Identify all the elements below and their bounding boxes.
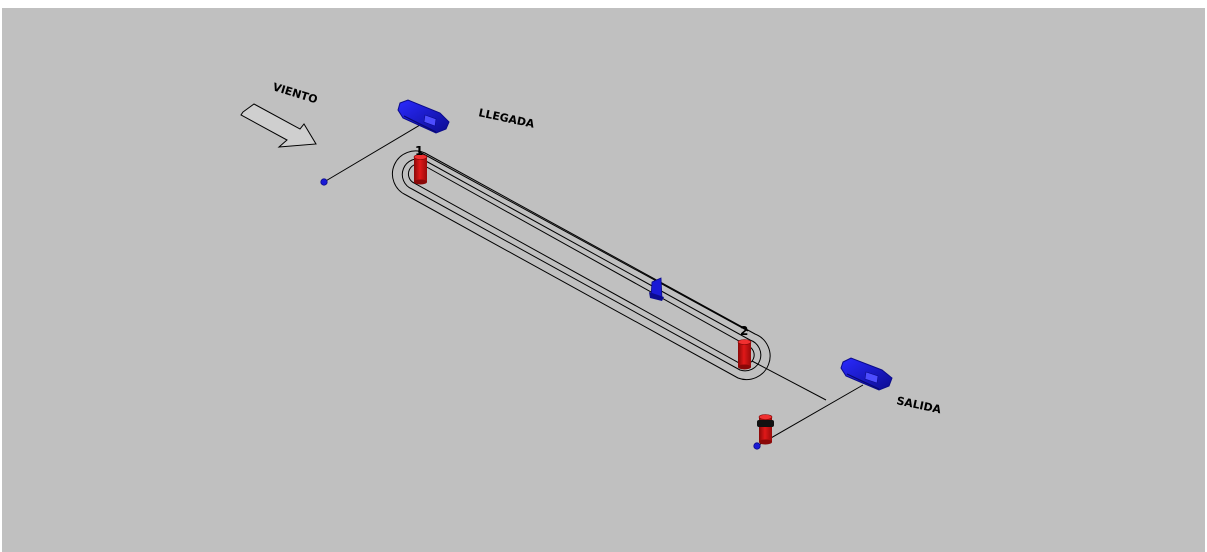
departure-boat-icon bbox=[840, 357, 893, 391]
mark-2-label: 2 bbox=[740, 324, 748, 338]
start-approach-line bbox=[751, 360, 827, 401]
arrival-boat-icon bbox=[397, 99, 450, 134]
wind-arrow-icon bbox=[240, 103, 317, 148]
mark-1-label: 1 bbox=[415, 144, 423, 158]
arrival-pin-icon bbox=[320, 178, 328, 186]
start-buoy-icon bbox=[757, 414, 774, 445]
mark-1-buoy-icon bbox=[413, 154, 428, 185]
departure-line bbox=[756, 384, 864, 447]
departure-pin-icon bbox=[753, 442, 761, 450]
course-leg-line bbox=[417, 150, 749, 332]
sailboat-icon bbox=[649, 277, 664, 301]
arrival-line bbox=[323, 124, 421, 183]
diagram-background bbox=[2, 8, 1205, 552]
mark-2-buoy-icon bbox=[737, 339, 752, 370]
